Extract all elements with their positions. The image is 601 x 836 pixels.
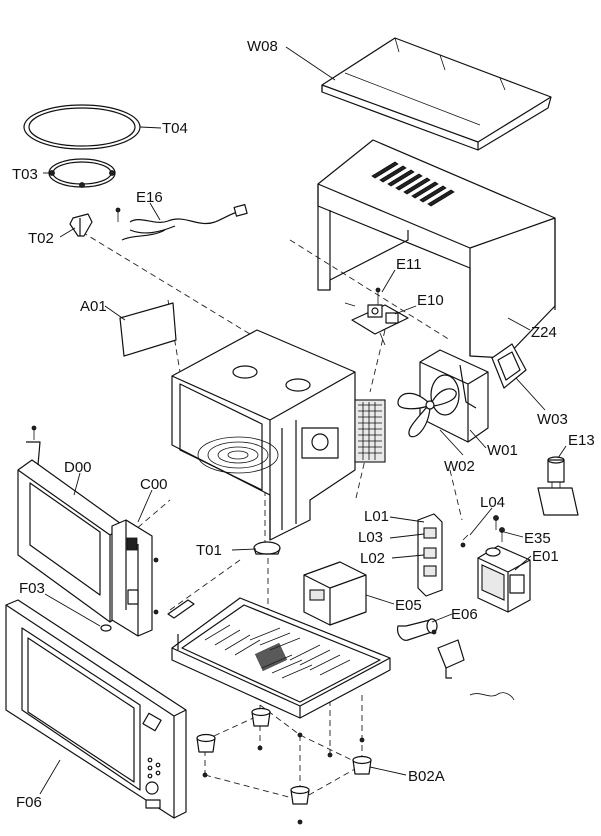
label-e11: E11 xyxy=(396,256,422,273)
foot-2 xyxy=(196,733,216,753)
magnetron-screws xyxy=(493,515,505,542)
label-t03: T03 xyxy=(12,166,38,183)
base-plate xyxy=(167,597,391,719)
leader-lines xyxy=(39,46,567,795)
cabinet-vent-slots xyxy=(371,161,455,207)
oven-cavity xyxy=(171,329,386,541)
label-w02: W02 xyxy=(444,458,475,475)
power-cord xyxy=(115,203,248,241)
label-a01: A01 xyxy=(80,298,107,315)
label-z24: Z24 xyxy=(531,324,557,341)
thermostat xyxy=(537,456,579,516)
foot-4 xyxy=(290,785,310,805)
label-e16: E16 xyxy=(136,189,163,206)
capacitor xyxy=(397,618,515,701)
rubber-feet xyxy=(196,707,372,825)
label-w01: W01 xyxy=(487,442,518,459)
fan-motor xyxy=(491,343,527,389)
trim-frame xyxy=(5,599,187,819)
label-l01: L01 xyxy=(364,508,389,525)
transformer-box xyxy=(303,561,367,626)
outer-cabinet xyxy=(317,139,556,359)
part-labels: W08 T04 T03 E16 T02 E11 E10 A01 Z24 W03 … xyxy=(12,38,595,811)
label-e10: E10 xyxy=(417,292,444,309)
control-panel xyxy=(111,519,159,637)
label-e01: E01 xyxy=(532,548,559,565)
label-l02: L02 xyxy=(360,550,385,567)
label-t04: T04 xyxy=(162,120,188,137)
label-l04: L04 xyxy=(480,494,505,511)
turntable-coupler xyxy=(69,213,93,237)
label-l03: L03 xyxy=(358,529,383,546)
label-t02: T02 xyxy=(28,230,54,247)
turntable-glass-tray xyxy=(23,104,141,150)
top-cover-plate xyxy=(321,37,552,151)
label-d00: D00 xyxy=(64,459,92,476)
cavity-side-vent xyxy=(354,399,386,463)
thermal-fuse-bracket xyxy=(344,287,409,346)
assembly-guide-lines xyxy=(81,231,463,801)
label-f06: F06 xyxy=(16,794,42,811)
waveguide-cover xyxy=(119,302,177,357)
label-c00: C00 xyxy=(140,476,168,493)
label-w03: W03 xyxy=(537,411,568,428)
label-e05: E05 xyxy=(395,597,422,614)
label-e35: E35 xyxy=(524,530,551,547)
label-w08: W08 xyxy=(247,38,278,55)
cavity-floor-rings xyxy=(197,436,279,474)
label-t01: T01 xyxy=(196,542,222,559)
label-f03: F03 xyxy=(19,580,45,597)
interlock-switch-assembly xyxy=(417,513,469,597)
roller-ring xyxy=(48,158,116,188)
turntable-motor xyxy=(253,541,281,555)
label-e13: E13 xyxy=(568,432,595,449)
foot-3 xyxy=(352,755,372,775)
magnetron xyxy=(477,545,531,613)
base-plate-grille xyxy=(254,642,288,672)
label-e06: E06 xyxy=(451,606,478,623)
fan-blade xyxy=(397,388,457,438)
foot-1 xyxy=(251,707,271,727)
label-b02a: B02A xyxy=(408,768,445,785)
